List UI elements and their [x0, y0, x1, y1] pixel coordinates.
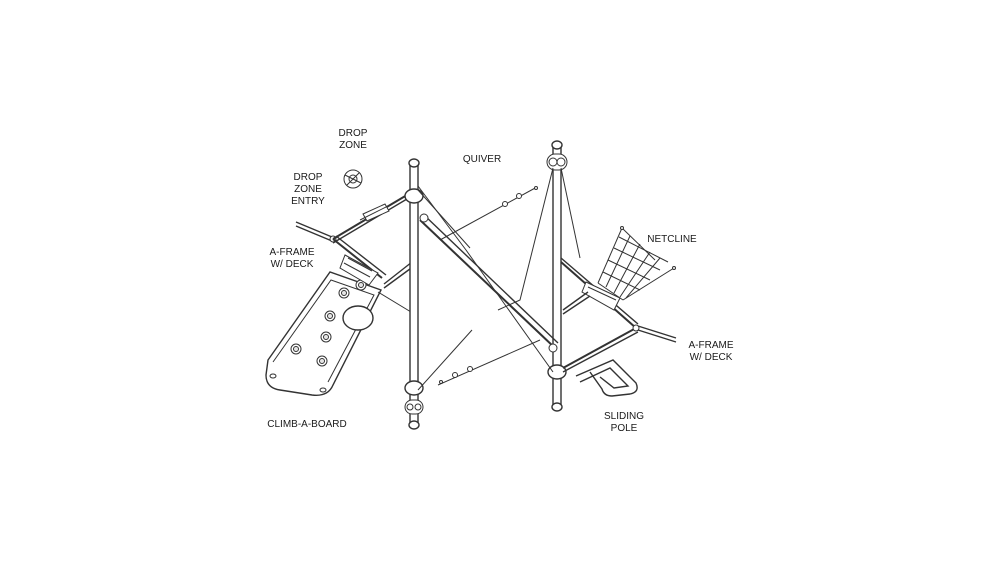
- label-line: W/ DECK: [270, 259, 314, 270]
- label-line: A-FRAME: [688, 340, 734, 351]
- label-line: NETCLINE: [647, 234, 697, 245]
- sliding-pole: [575, 359, 638, 397]
- left-post: [404, 158, 424, 430]
- label-line: ENTRY: [291, 196, 325, 207]
- label-line: ZONE: [339, 140, 367, 151]
- label-line: W/ DECK: [689, 352, 733, 363]
- label-line: ZONE: [294, 184, 322, 195]
- label-line: DROP: [293, 172, 323, 183]
- label-sliding-pole: SLIDING POLE: [596, 411, 652, 435]
- netcline-net: [597, 226, 676, 301]
- label-line: SLIDING: [603, 411, 644, 422]
- climb-a-board-panel: [265, 271, 382, 396]
- label-line: QUIVER: [462, 154, 502, 165]
- left-a-frame: [295, 191, 415, 313]
- right-post: [546, 140, 568, 412]
- drop-zone-ring: [343, 169, 363, 189]
- label-drop-zone: DROP ZONE: [330, 128, 376, 152]
- label-line: DROP: [338, 128, 368, 139]
- label-quiver: QUIVER: [455, 154, 509, 166]
- right-a-frame: [560, 257, 677, 373]
- label-a-frame-right: A-FRAME W/ DECK: [681, 340, 741, 364]
- label-a-frame-left: A-FRAME W/ DECK: [262, 247, 322, 271]
- label-netcline: NETCLINE: [642, 234, 702, 246]
- climbing-holds: [290, 279, 367, 367]
- label-line: A-FRAME: [269, 247, 315, 258]
- label-drop-zone-entry: DROP ZONE ENTRY: [285, 172, 331, 208]
- center-diagonal-beam: [417, 167, 581, 391]
- label-line: CLIMB-A-BOARD: [267, 419, 347, 430]
- label-climb-a-board: CLIMB-A-BOARD: [262, 419, 352, 431]
- label-line: POLE: [610, 423, 638, 434]
- quiver-lines: [437, 186, 541, 386]
